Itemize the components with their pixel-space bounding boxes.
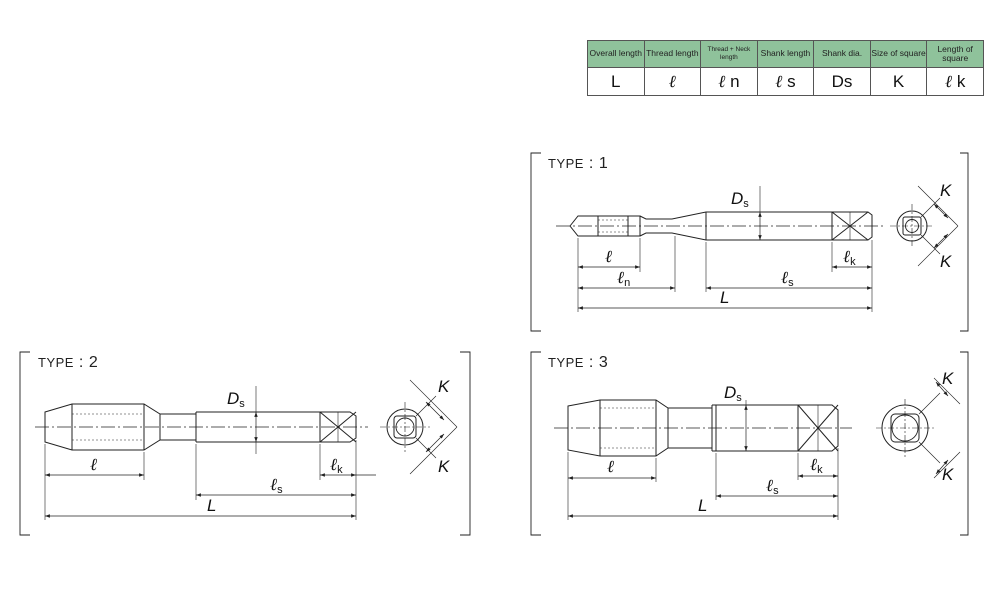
type2-extension-lines [44,386,357,520]
legend-header-shank-dia: Shank dia. [813,40,871,68]
type1-square-length-label: ℓk [843,247,856,269]
type3-bracket-left [530,351,541,536]
type1-overall-length-label: L [720,288,730,307]
type3-label: TYPE : 3 [548,354,609,371]
legend-symbol-shank-dia: Ds [813,67,871,96]
type1-bracket-left [530,152,541,332]
type2-square-size-label-bottom: K [438,457,450,476]
legend-header-length-of-square: Length of square [926,40,984,68]
type3-dimension-lines [568,405,838,518]
legend-header-size-of-square: Size of square [869,40,928,68]
type2-overall-length-label: L [207,496,217,515]
type3-overall-length-label: L [698,496,708,515]
type1-square-size-label-top: K [940,181,952,200]
type2-end-view [380,379,458,475]
legend-symbol-overall-length: L [587,67,645,96]
legend-symbol-thread-length: ℓ [643,67,702,96]
type3-drawing [530,351,969,536]
type2-dimension-lines [45,412,376,518]
type2-square-size-label-top: K [438,377,450,396]
symbol-legend-table: Overall length Thread length Thread + Ne… [587,40,984,96]
type2-thread-length-label: ℓ [90,455,98,475]
type3-square-size-label-top: K [942,369,954,388]
type1-extension-lines [577,186,873,312]
legend-symbol-size-of-square: K [869,67,928,96]
legend-symbol-row: L ℓ ℓ n ℓ s Ds K ℓ k [587,67,984,96]
type3-bracket-right [960,351,969,536]
type3-square-size-label-bottom: K [942,465,954,484]
legend-header-shank-length: Shank length [756,40,815,68]
legend-header-overall-length: Overall length [587,40,645,68]
type2-label: TYPE : 2 [38,354,99,371]
type2-bracket-right [460,351,471,536]
type2-bracket-left [19,351,30,536]
legend-header-thread-neck-length: Thread + Neck length [700,40,758,68]
type3-end-view [876,377,961,479]
legend-symbol-length-of-square: ℓ k [926,67,984,96]
type1-dimension-lines [578,212,872,310]
type1-shank-length-label: ℓs [781,268,794,290]
type3-shank-length-label: ℓs [766,476,779,498]
type1-bracket-right [960,152,969,332]
type3-shank-dia-label: Ds [724,383,742,404]
type1-thread-neck-length-label: ℓn [617,268,631,290]
type1-shank-dia-label: Ds [731,189,749,210]
type1-label: TYPE : 1 [548,155,609,172]
legend-symbol-shank-length: ℓ s [756,67,815,96]
legend-header-row: Overall length Thread length Thread + Ne… [587,40,984,68]
type2-shank-length-label: ℓs [270,475,283,497]
type2-square-length-label: ℓk [330,455,343,477]
type1-end-view [890,185,959,267]
type2-drawing [19,351,471,536]
type3-thread-length-label: ℓ [607,457,615,477]
type2-shank-dia-label: Ds [227,389,245,410]
type1-square-size-label-bottom: K [940,252,952,271]
type1-thread-length-label: ℓ [605,247,613,267]
type1-drawing [530,152,969,332]
type3-square-length-label: ℓk [810,455,823,477]
